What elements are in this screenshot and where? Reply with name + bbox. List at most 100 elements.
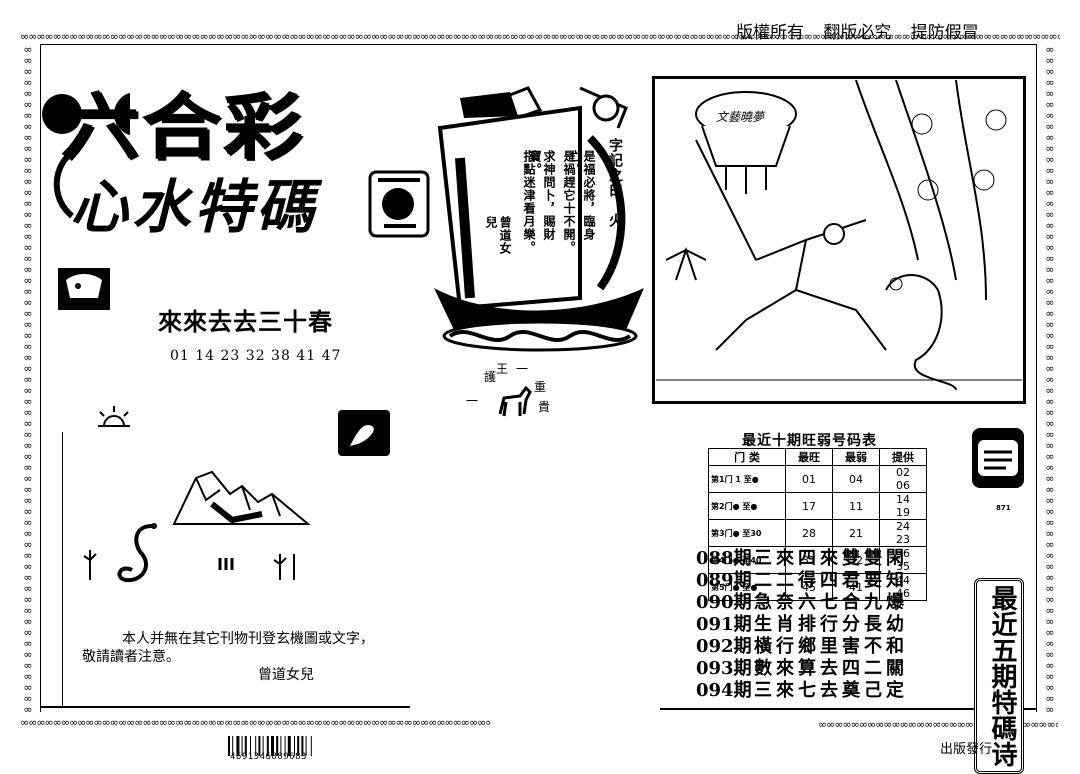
table-row: 第3门● 至30 28 21 24 23 bbox=[708, 519, 927, 547]
hot-cell: 45 bbox=[785, 573, 833, 601]
provide-cell: 14 19 bbox=[879, 492, 927, 520]
prediction-row: 091期生肖排行分長幼 bbox=[696, 614, 908, 636]
table-header-cell: 提供 bbox=[879, 448, 927, 466]
barcode bbox=[228, 736, 312, 756]
predictions-list: 088期三來四來雙雙閑 089期二二得四君要知 090期急奈六七合九爆 091期… bbox=[696, 548, 908, 702]
sail-verse-col2: 是禍趕它十不開。 bbox=[562, 150, 576, 254]
scene-sign: 文藝曉夢 bbox=[716, 110, 765, 124]
table-row: 第2门● 至● 17 11 14 19 bbox=[708, 492, 927, 520]
horse-word-top-right: 一 bbox=[516, 362, 529, 376]
door-cell: 第2门● 至● bbox=[708, 492, 786, 520]
sail-heading: 字記之曰：火 bbox=[607, 138, 623, 228]
prediction-period: 089期 bbox=[696, 570, 752, 591]
left-panel-bottom-rule bbox=[40, 706, 410, 708]
notice-line-1: 本人并無在其它刊物刊登玄機圖或文字， bbox=[122, 631, 374, 647]
plants-icon bbox=[83, 550, 295, 580]
right-border-chain: ∞∞∞∞∞∞∞∞∞∞∞∞∞∞∞∞∞∞∞∞∞∞∞∞∞∞∞∞∞∞∞∞∞∞∞∞∞∞∞∞… bbox=[1045, 44, 1055, 716]
barcode-bar bbox=[305, 736, 307, 756]
provide-cell: 36 35 bbox=[879, 546, 927, 574]
sunrise-icon bbox=[98, 406, 130, 427]
barcode-bar bbox=[297, 736, 300, 756]
bottom-border-chain: ∞∞∞∞∞∞∞∞∞∞∞∞∞∞∞∞∞∞∞∞∞∞∞∞∞∞∞∞∞∞∞∞∞∞∞∞∞∞∞∞… bbox=[20, 716, 490, 729]
barcode-bar bbox=[280, 736, 282, 756]
cold-cell: 32 bbox=[832, 546, 880, 574]
barcode-bar bbox=[232, 736, 234, 756]
table-header-row: 门 类 最旺 最弱 提供 bbox=[708, 448, 927, 466]
horse-word-top: 王 bbox=[496, 362, 509, 376]
prediction-period: 094期 bbox=[696, 680, 752, 701]
barcode-bar bbox=[266, 736, 269, 756]
prediction-period: 092期 bbox=[696, 636, 752, 657]
horse-word-right: 重 bbox=[534, 380, 547, 394]
sail-verse-col4: 指點迷津看月樂。 bbox=[522, 150, 536, 254]
horse-icon bbox=[498, 385, 532, 417]
left-border-chain: ∞∞∞∞∞∞∞∞∞∞∞∞∞∞∞∞∞∞∞∞∞∞∞∞∞∞∞∞∞∞∞∞∞∞∞∞∞∞∞∞… bbox=[23, 44, 33, 716]
door-cell: 第3门● 至30 bbox=[708, 519, 786, 547]
top-border-chain: ∞∞∞∞∞∞∞∞∞∞∞∞∞∞∞∞∞∞∞∞∞∞∞∞∞∞∞∞∞∞∞∞∞∞∞∞∞∞∞∞… bbox=[20, 30, 1060, 43]
side-banner: 最近五期特碼诗 bbox=[974, 578, 1024, 774]
sail-author: 曾道女兒 bbox=[484, 216, 512, 258]
horse-word-bottom-left: 一 bbox=[466, 394, 479, 408]
snake-icon bbox=[117, 523, 157, 583]
mountains-illustration bbox=[172, 470, 311, 525]
prediction-text: 急奈六七合九爆 bbox=[754, 592, 908, 613]
prediction-row: 094期三來七去奠己定 bbox=[696, 680, 908, 702]
child-figure-icon bbox=[368, 170, 430, 238]
table-header-cell: 最弱 bbox=[832, 448, 880, 466]
inner-frame-right bbox=[1036, 44, 1037, 712]
prediction-period: 088期 bbox=[696, 548, 752, 569]
inner-frame-top bbox=[40, 44, 1036, 45]
prediction-row: 088期三來四來雙雙閑 bbox=[696, 548, 908, 570]
barcode-bar bbox=[271, 736, 274, 756]
barcode-bar bbox=[228, 736, 230, 756]
publisher-label: 出版發行 bbox=[940, 742, 993, 757]
ox-icon bbox=[58, 268, 110, 310]
barcode-bar bbox=[244, 736, 247, 756]
main-title: 六合彩 bbox=[60, 85, 305, 169]
prediction-row: 093期數來算去四二關 bbox=[696, 658, 908, 680]
barcode-bar bbox=[310, 736, 312, 756]
prediction-text: 橫行鄉里害不和 bbox=[754, 636, 908, 657]
prediction-row: 089期二二得四君要知 bbox=[696, 570, 908, 592]
inner-frame-left bbox=[40, 44, 41, 712]
barcode-bar bbox=[250, 736, 251, 756]
door-cell: 第4门● 至40 bbox=[708, 546, 786, 574]
table-row: 第1门 1 至● 01 04 02 06 bbox=[708, 465, 927, 493]
horse-riddle: 王 一 護 重 一 貴 bbox=[462, 360, 552, 420]
cold-cell: 41 bbox=[832, 573, 880, 601]
scene-illustration-frame bbox=[652, 76, 1026, 404]
code-label: 871 bbox=[996, 504, 1011, 512]
prediction-text: 生肖排行分長幼 bbox=[754, 614, 908, 635]
subtitle-swoosh-decoration bbox=[53, 151, 75, 219]
barcode-digits: 4691346889683 bbox=[230, 752, 307, 762]
cold-cell: 04 bbox=[832, 465, 880, 493]
dancer-scene-illustration bbox=[656, 80, 1022, 391]
barcode-bar bbox=[255, 736, 257, 756]
door-cell: 第1门 1 至● bbox=[708, 465, 786, 493]
hot-cell: 01 bbox=[785, 465, 833, 493]
sail-verse-col1: 是福必將，臨身亡。 bbox=[568, 150, 596, 241]
hot-cold-table-title: 最近十期旺弱号码表 bbox=[742, 433, 877, 449]
prediction-period: 091期 bbox=[696, 614, 752, 635]
barcode-bar bbox=[258, 736, 261, 756]
left-panel-divider bbox=[62, 432, 63, 708]
barcode-bar bbox=[276, 736, 279, 756]
sail-verse: 字記之曰：火 是福必將，臨身亡。 是禍趕它十不開。 求神問卜，賜財寶。 指點迷津… bbox=[484, 138, 623, 258]
barcode-bar bbox=[294, 736, 295, 756]
barcode-bar bbox=[262, 736, 264, 756]
horse-word-left: 護 bbox=[484, 370, 497, 384]
sail-verse-col3: 求神問卜，賜財寶。 bbox=[528, 150, 556, 241]
horse-word-bottom-right: 貴 bbox=[538, 400, 551, 414]
provide-cell: 24 23 bbox=[879, 519, 927, 547]
swan-icon bbox=[338, 410, 390, 456]
prediction-row: 092期橫行鄉里害不和 bbox=[696, 636, 908, 658]
barcode-bar bbox=[284, 736, 286, 756]
poem-title: 來來去去三十春 bbox=[158, 307, 333, 336]
right-panel-bottom-rule bbox=[660, 708, 1036, 710]
barcode-bar bbox=[236, 736, 240, 756]
subtitle: 心水特碼 bbox=[70, 173, 319, 241]
cold-cell: 11 bbox=[832, 492, 880, 520]
door-cell: 第5门● 至● bbox=[708, 573, 786, 601]
hot-cell: 28 bbox=[785, 519, 833, 547]
notice-line-2: 敬請讀者注意。 bbox=[82, 649, 180, 665]
